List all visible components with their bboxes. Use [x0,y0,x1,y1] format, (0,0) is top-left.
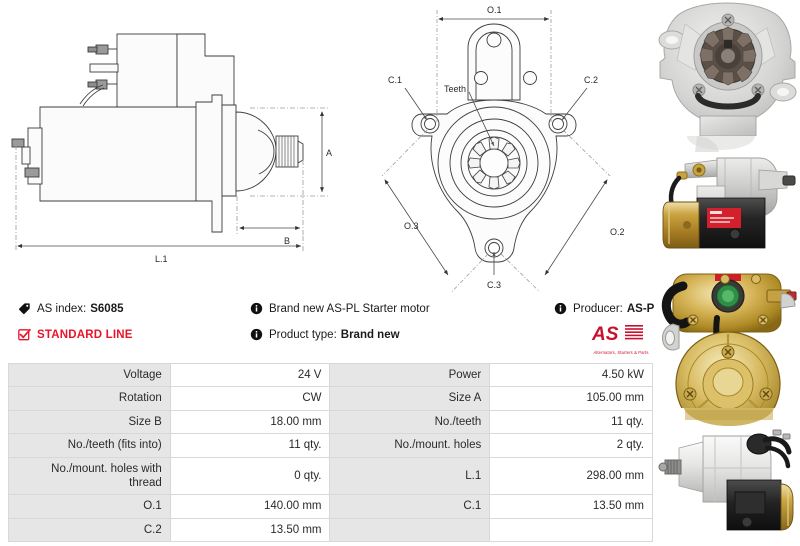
dimension-A [250,107,330,197]
info-circle-icon [554,302,567,315]
spec-key: C.1 [329,494,491,519]
product-type-value: Brand new [340,328,400,341]
spec-key: No./mount. holes with thread [8,456,171,496]
dim-label-B: B [284,236,290,246]
spec-key: Voltage [8,362,171,388]
table-row: O.1 140.00 mm C.1 13.50 mm [8,494,653,519]
spec-key: O.1 [8,494,171,519]
spec-value: 140.00 mm [169,494,331,519]
spec-key: Power [329,362,491,388]
dim-label-L1: L.1 [155,254,168,264]
spec-value-empty [489,517,653,543]
dimension-O3 [381,129,489,292]
spec-value: 2 qty. [489,433,653,458]
table-row: No./mount. holes with thread 0 qty. L.1 … [8,456,653,496]
spec-key: No./teeth [329,409,491,435]
product-photo-side-gold-body[interactable] [655,136,800,272]
spec-key-empty [329,517,491,543]
dimension-C1 [404,87,428,121]
spec-value: 24 V [169,362,331,388]
dimension-O2 [500,129,611,292]
spec-value: 298.00 mm [489,456,653,496]
product-photo-gallery [655,0,800,546]
dimension-B [236,160,304,236]
dimension-C2 [561,87,588,121]
dim-label-C2: C.2 [584,75,598,85]
table-row: Rotation CW Size A 105.00 mm [8,386,653,411]
drawings-svg: A B L.1 [11,5,625,292]
spec-value: 0 qty. [169,456,331,496]
spec-value: 11 qty. [169,433,331,458]
standard-line-label: STANDARD LINE [37,328,133,341]
tag-icon [18,302,31,315]
spec-key: Size B [8,409,171,435]
technical-drawings: A B L.1 [0,0,655,292]
product-photo-solenoid-gold-end[interactable] [655,272,800,408]
dim-label-C1: C.1 [388,75,402,85]
specification-table: Voltage 24 V Power 4.50 kW Rotation CW S… [8,362,653,543]
table-row: Voltage 24 V Power 4.50 kW [8,362,653,388]
dim-label-A: A [326,148,332,158]
dim-label-O2: O.2 [610,227,625,237]
spec-key: Rotation [8,386,171,411]
dim-label-C3: C.3 [487,280,501,290]
brand-tagline: Alternators, Starters & Parts [593,350,649,355]
svg-text:AS: AS [591,324,619,344]
producer-line: Producer: AS-PL [554,302,661,315]
product-photo-drive-end-front[interactable] [655,0,800,136]
dim-label-teeth: Teeth [444,84,466,94]
spec-key: L.1 [329,456,491,496]
product-description-line: Brand new AS-PL Starter motor [250,302,430,315]
spec-key: C.2 [8,517,171,543]
dim-label-O1: O.1 [487,5,502,15]
table-row: No./teeth (fits into) 11 qty. No./mount.… [8,433,653,458]
standard-line-badge: STANDARD LINE [18,328,133,341]
dim-label-O3: O.3 [404,221,419,231]
spec-value: 11 qty. [489,409,653,435]
producer-label: Producer: [573,302,623,315]
spec-key: No./teeth (fits into) [8,433,171,458]
product-info-block: AS index: S6085 STANDARD LINE Brand new … [0,296,661,358]
spec-value: 13.50 mm [489,494,653,519]
product-type-line: Product type: Brand new [250,328,400,341]
spec-value: 105.00 mm [489,386,653,411]
spec-value: 18.00 mm [169,409,331,435]
spec-value: CW [169,386,331,411]
spec-value: 13.50 mm [169,517,331,543]
as-logo-mark: AS [591,324,643,345]
as-index-value: S6085 [90,302,124,315]
side-view-drawing [11,33,304,233]
dimension-L1 [15,145,304,252]
product-description-text: Brand new AS-PL Starter motor [269,302,430,315]
dimension-O1 [436,10,552,122]
spec-key: No./mount. holes [329,433,491,458]
as-index-label: AS index: [37,302,87,315]
info-circle-icon [250,328,263,341]
leader-teeth [468,91,495,147]
spec-key: Size A [329,386,491,411]
as-index-line: AS index: S6085 [18,302,124,315]
as-pl-brand-logo: AS Alternators, Starters & Parts [590,322,652,355]
product-type-label: Product type: [269,328,337,341]
specification-table-body: Voltage 24 V Power 4.50 kW Rotation CW S… [8,362,653,543]
spec-value: 4.50 kW [489,362,653,388]
info-circle-icon [250,302,263,315]
table-row: Size B 18.00 mm No./teeth 11 qty. [8,409,653,435]
checkbox-checked-icon [18,328,31,341]
product-photo-side-white-body[interactable] [655,408,800,544]
front-view-drawing [411,23,577,263]
producer-value: AS-PL [626,302,662,315]
table-row: C.2 13.50 mm [8,517,653,543]
